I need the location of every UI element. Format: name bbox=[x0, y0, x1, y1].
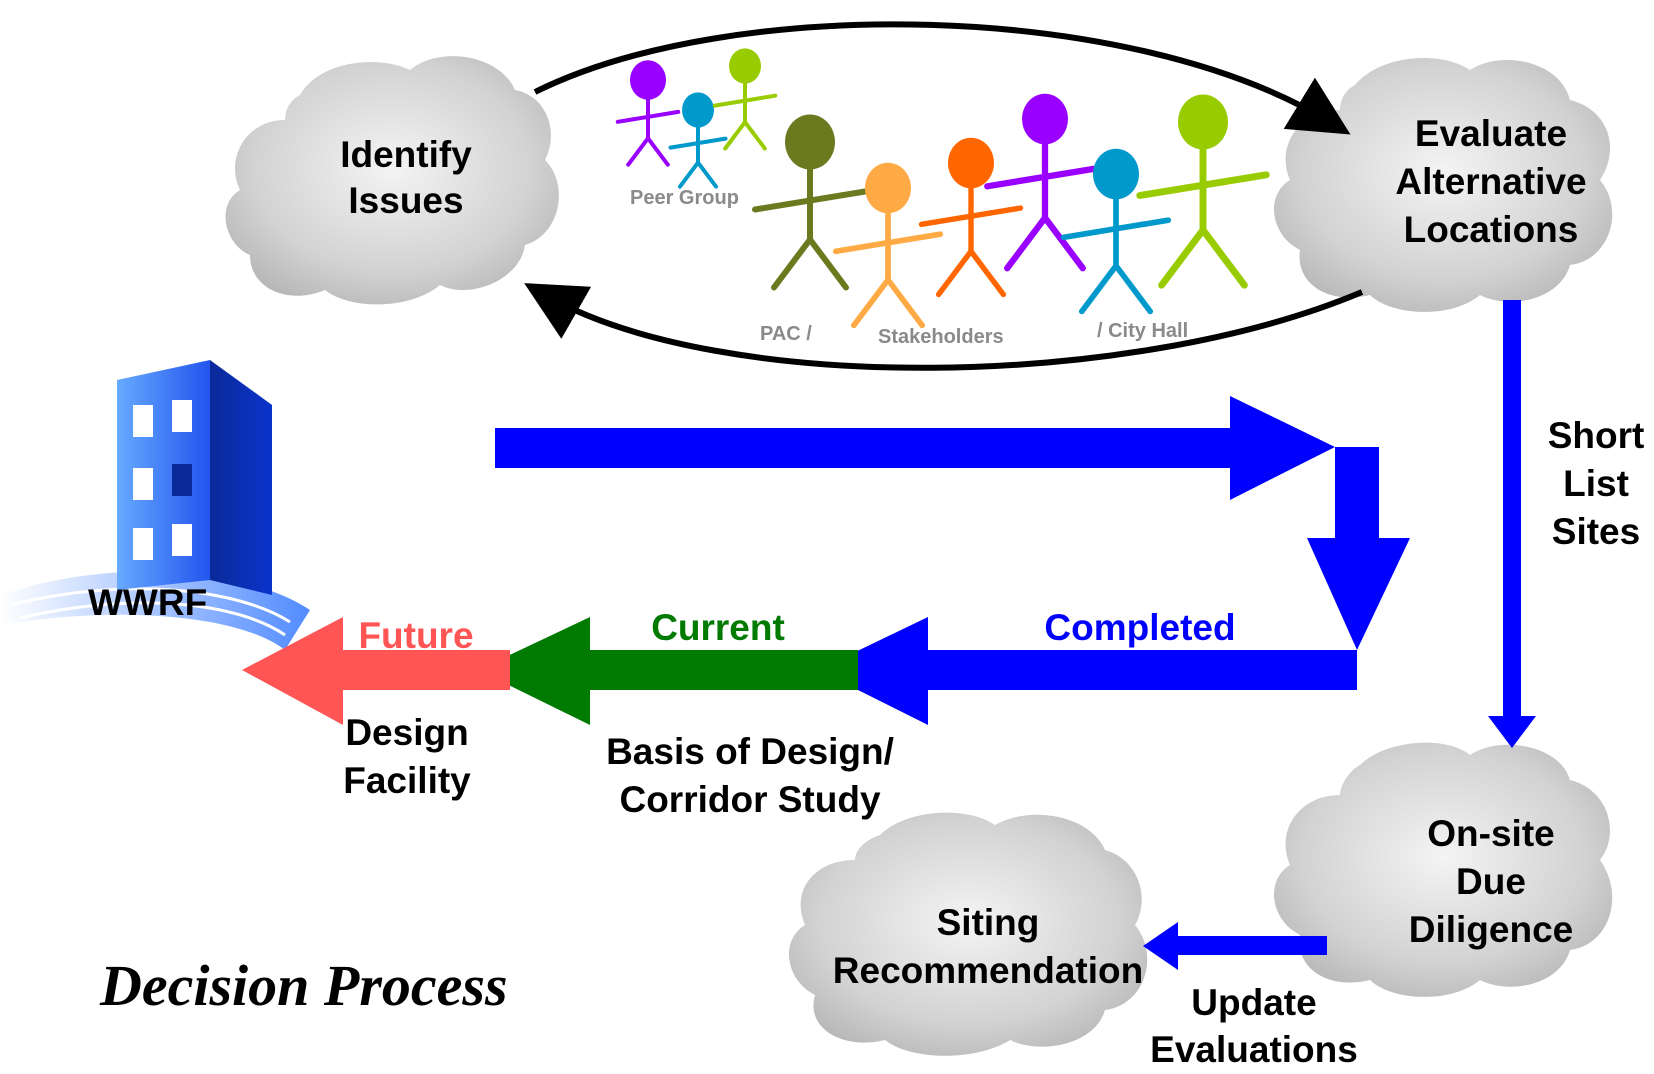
building-front bbox=[117, 360, 210, 590]
building-windows bbox=[133, 400, 192, 560]
stick-figure bbox=[712, 48, 778, 151]
cloud-onsite-line3: Diligence bbox=[1409, 909, 1574, 950]
shortlist-arrow-head bbox=[1488, 716, 1536, 748]
stick-figure bbox=[752, 114, 868, 291]
label-pac: PAC / bbox=[760, 323, 812, 345]
cycle-arrow-bottom bbox=[524, 283, 1364, 371]
stick-figure bbox=[1136, 94, 1270, 289]
label-short: Short bbox=[1548, 415, 1645, 456]
building-swoosh-lines bbox=[9, 587, 291, 637]
stick-figure bbox=[832, 162, 944, 329]
label-basis-line2: Corridor Study bbox=[619, 779, 880, 820]
blue-flow-arrow-left bbox=[818, 617, 1357, 725]
shortlist-arrow-shaft bbox=[1503, 300, 1521, 720]
cloud-siting-line2: Recommendation bbox=[833, 950, 1143, 991]
label-completed: Completed bbox=[1044, 607, 1235, 648]
cloud-evaluate-line3: Locations bbox=[1404, 209, 1579, 250]
cloud-siting-recommendation: Siting Recommendation bbox=[788, 812, 1148, 1056]
blue-flow-arrow-down-shaft bbox=[1335, 447, 1379, 538]
label-sites: Sites bbox=[1552, 511, 1640, 552]
label-design-line1: Design bbox=[345, 712, 468, 753]
cloud-onsite-due-diligence: On-site Due Diligence bbox=[1273, 742, 1613, 997]
building-side bbox=[210, 360, 272, 595]
cloud-evaluate-alternative-locations: Evaluate Alternative Locations bbox=[1273, 58, 1613, 312]
blue-flow-arrow-down-head bbox=[1307, 538, 1410, 650]
label-peer-group: Peer Group bbox=[630, 187, 739, 209]
label-design-line2: Facility bbox=[343, 760, 471, 801]
stick-figure bbox=[668, 92, 728, 189]
label-basis-line1: Basis of Design/ bbox=[606, 731, 894, 772]
green-arrow-current bbox=[478, 617, 858, 725]
cloud-identify-line2: Issues bbox=[348, 180, 463, 221]
cloud-onsite-line2: Due bbox=[1456, 861, 1526, 902]
label-future: Future bbox=[358, 615, 473, 656]
update-arrow-shaft bbox=[1175, 936, 1327, 955]
cloud-onsite-line1: On-site bbox=[1427, 813, 1554, 854]
cloud-identify-line1: Identify bbox=[340, 134, 472, 175]
label-current: Current bbox=[651, 607, 785, 648]
building-label: WWRF bbox=[88, 582, 207, 623]
cloud-evaluate-line2: Alternative bbox=[1395, 161, 1586, 202]
wwrf-building: WWRF bbox=[0, 360, 310, 650]
stick-figure bbox=[918, 137, 1024, 298]
diagram-title: Decision Process bbox=[99, 953, 508, 1018]
stick-figure bbox=[984, 93, 1106, 272]
stick-figures-group bbox=[615, 48, 1270, 329]
label-update-line2: Evaluations bbox=[1150, 1029, 1358, 1069]
cloud-identify-issues: Identify Issues bbox=[225, 56, 559, 305]
stick-figure bbox=[1060, 148, 1172, 315]
label-list: List bbox=[1563, 463, 1629, 504]
cloud-siting-line1: Siting bbox=[937, 902, 1040, 943]
cloud-evaluate-line1: Evaluate bbox=[1415, 113, 1567, 154]
update-arrow-head bbox=[1143, 922, 1178, 970]
stick-figure bbox=[615, 60, 681, 167]
red-arrow-future bbox=[242, 617, 510, 725]
label-stakeholders: Stakeholders bbox=[878, 326, 1004, 348]
label-city-hall: / City Hall bbox=[1097, 320, 1188, 342]
blue-flow-arrow-top bbox=[495, 396, 1335, 500]
label-update-line1: Update bbox=[1191, 982, 1316, 1023]
cycle-arrow-top bbox=[533, 21, 1351, 135]
